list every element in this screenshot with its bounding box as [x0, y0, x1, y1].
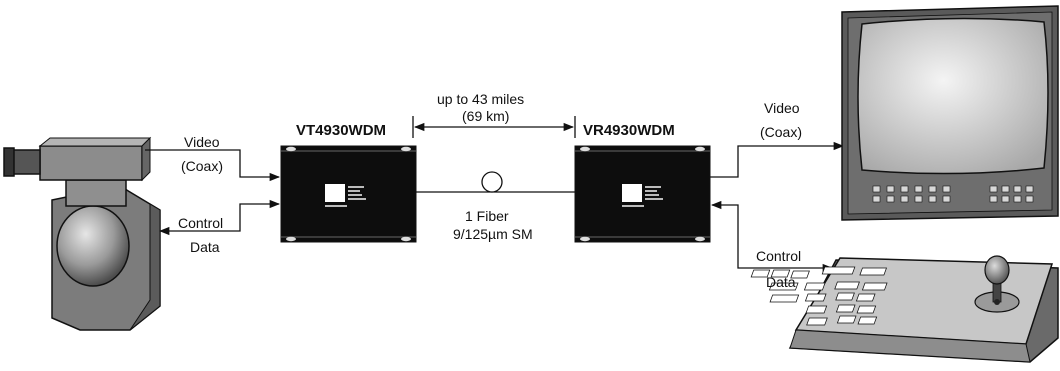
receiver-logo: ifs [624, 184, 640, 199]
right-control-link [710, 200, 834, 273]
video-monitor-icon [841, 5, 1059, 221]
transmitter-logo: ifs [327, 184, 343, 199]
receiver-logo-plate [622, 184, 642, 202]
left-video-label: Video [184, 134, 220, 150]
left-control-label: Control [178, 215, 224, 231]
distance-km-label: (69 km) [462, 108, 510, 124]
right-video-label: Video [764, 100, 800, 116]
ptz-camera-icon [3, 136, 161, 331]
fiber-type-label: 9/125µm SM [453, 226, 533, 242]
right-data-label: Data [766, 274, 796, 290]
left-video-medium-label: (Coax) [181, 158, 224, 174]
right-video-medium-label: (Coax) [760, 124, 803, 140]
receiver-model-label: VR4930WDM [583, 122, 675, 139]
distance-miles-label: up to 43 miles [437, 91, 525, 107]
left-control-link [158, 199, 281, 236]
ptz-keyboard-controller-icon [750, 255, 1059, 363]
left-data-label: Data [190, 239, 220, 255]
fiber-link [416, 171, 575, 193]
left-video-link [145, 149, 281, 182]
right-video-link [710, 141, 845, 178]
transmitter-logo-plate [325, 184, 345, 202]
transmitter-unit [280, 145, 417, 243]
right-control-label: Control [756, 248, 802, 264]
receiver-unit [574, 145, 711, 243]
fiber-spool-icon [481, 171, 503, 193]
distance-marker [412, 116, 576, 138]
fiber-count-label: 1 Fiber [465, 208, 509, 224]
transmitter-model-label: VT4930WDM [296, 122, 387, 139]
